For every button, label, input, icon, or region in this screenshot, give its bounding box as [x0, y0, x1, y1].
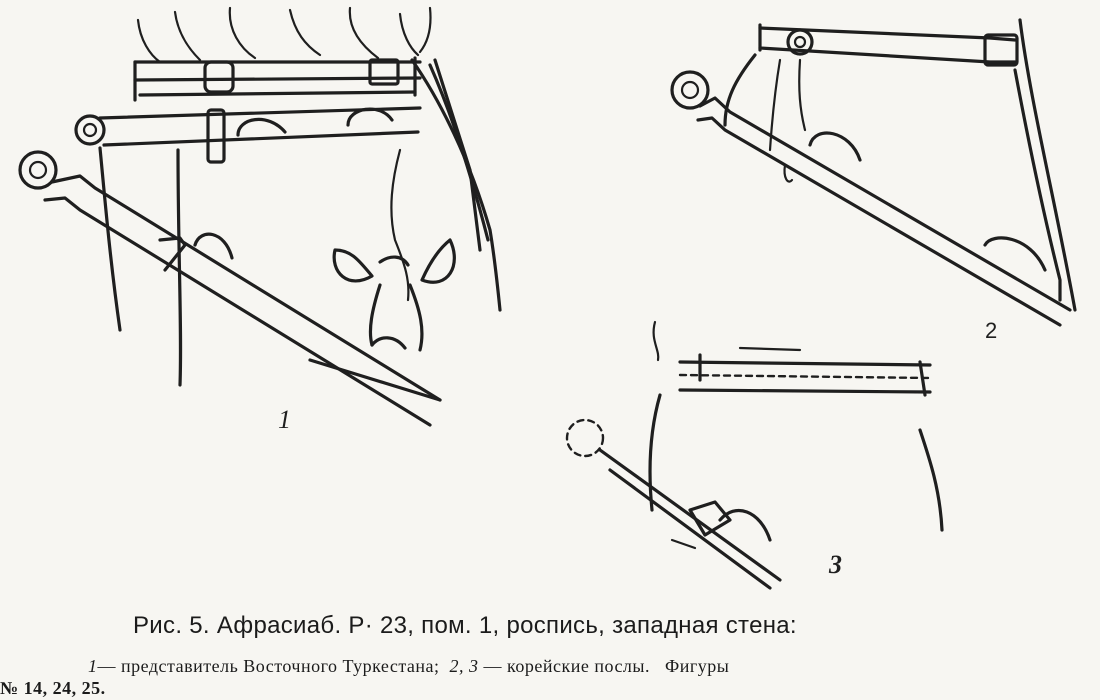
caption-figures-label: Фигуры	[665, 656, 730, 676]
panel-2-drawing	[670, 18, 1077, 327]
caption-item-1-text: — представитель Восточного Туркестана;	[97, 656, 440, 676]
panel-label-2: 2	[985, 318, 998, 343]
figure-drawing: 1 2 3	[18, 6, 1077, 590]
caption-item-2-number: 2, 3	[449, 656, 479, 676]
panel-3-drawing	[565, 320, 944, 590]
line-drawing-svg	[18, 6, 1077, 590]
caption-figure-numbers: № 14, 24, 25.	[0, 678, 106, 698]
panel-label-3: 3	[829, 550, 842, 579]
caption-item-1-number: 1	[88, 656, 98, 676]
caption-description: 1— представитель Восточного Туркестана; …	[88, 656, 729, 677]
caption-title: Рис. 5. Афрасиаб. Р· 23, пом. 1, роспись…	[133, 612, 797, 639]
panel-label-1: 1	[278, 405, 291, 434]
caption-item-2-text: — корейские послы.	[483, 656, 651, 676]
panel-1-drawing	[18, 6, 502, 427]
